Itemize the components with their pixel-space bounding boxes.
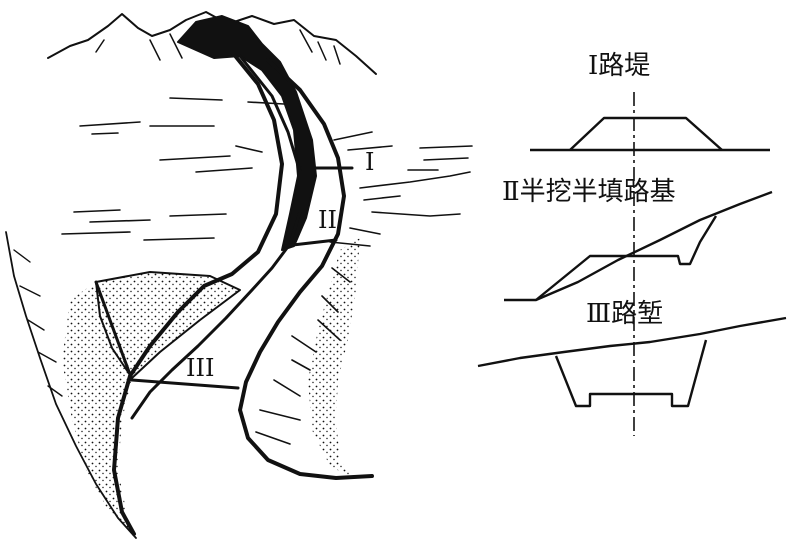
landscape-mark-I: I: [365, 148, 374, 176]
embankment-title: Ⅰ路堤: [588, 51, 650, 81]
cutting-title: Ⅲ路堑: [586, 299, 663, 329]
half-cut-half-fill-title: Ⅱ半挖半填路基: [502, 177, 676, 207]
section-line-II: [282, 238, 338, 248]
mountain-ridge: [47, 11, 377, 75]
cutting-profile: [554, 339, 708, 408]
road-outer-edge-left: [112, 50, 284, 536]
landscape-mark-II: II: [318, 206, 337, 234]
road-inner-edge: [130, 54, 302, 420]
embankment-profile: [569, 116, 723, 151]
cutting-ground-line: [477, 316, 787, 368]
terrain-strokes-mid: [61, 209, 227, 241]
mountain-hatching: [95, 29, 341, 65]
road-outer-edge-right: [238, 58, 374, 480]
section-half-cut-half-fill: Ⅱ半挖半填路基: [502, 177, 773, 302]
dotted-area-divider: [94, 280, 134, 382]
landscape-mark-III: III: [186, 354, 214, 382]
half-cut-ground-line: [504, 190, 773, 302]
terrain-strokes-upper: [79, 97, 473, 173]
landscape-sketch: [5, 11, 473, 539]
left-cliff-hatching: [13, 249, 63, 397]
section-embankment: Ⅰ路堤: [530, 51, 770, 152]
section-cutting: Ⅲ路堑: [477, 299, 787, 408]
half-cut-profile: [535, 215, 718, 301]
right-rock-face: [308, 238, 360, 482]
section-line-III: [130, 378, 240, 390]
